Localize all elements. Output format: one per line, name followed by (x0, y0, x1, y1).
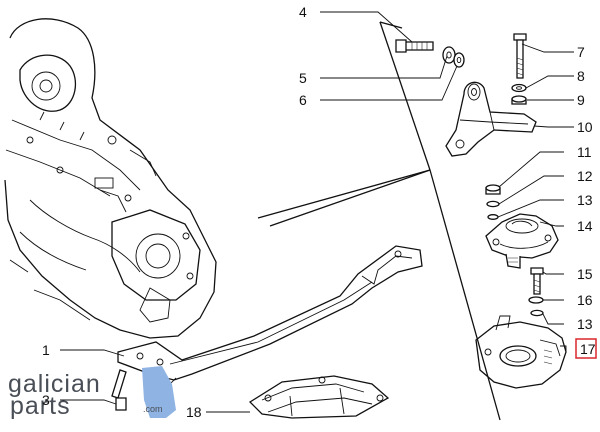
washer-part-13-lower (530, 309, 544, 317)
rubber-mount-part-14 (485, 213, 559, 269)
bracket-plate-part-17 (475, 315, 567, 389)
gearbox-housing (4, 18, 217, 339)
callout-6[interactable]: 6 (299, 92, 307, 108)
bolt-part-15 (530, 267, 544, 295)
nut-part-11 (485, 184, 501, 195)
washer-part-5 (442, 46, 456, 64)
washer-part-12 (486, 200, 500, 208)
washer-part-16 (528, 296, 544, 304)
callout-17[interactable]: 17 (580, 341, 596, 357)
nut-part-9 (511, 95, 527, 105)
brand-line-1: galician (8, 370, 101, 398)
callout-7[interactable]: 7 (577, 44, 585, 60)
callout-12[interactable]: 12 (577, 168, 593, 184)
callout-15[interactable]: 15 (577, 266, 593, 282)
callout-labels: 4 5 6 7 8 9 10 11 12 13 14 15 16 13 17 1… (42, 4, 597, 420)
bracket-part-10 (445, 81, 537, 157)
detail-view-frame (257, 21, 501, 421)
callout-16[interactable]: 16 (577, 292, 593, 308)
brand-watermark: galician parts .com (8, 366, 176, 420)
lower-plate-part-18 (248, 375, 390, 419)
bolt-part-3 (111, 369, 127, 411)
callout-3[interactable]: 3 (42, 392, 50, 408)
callout-13-upper[interactable]: 13 (577, 192, 593, 208)
callout-13-lower[interactable]: 13 (577, 316, 593, 332)
callout-5[interactable]: 5 (299, 70, 307, 86)
nut-part-8 (511, 83, 527, 93)
callout-8[interactable]: 8 (577, 68, 585, 84)
callout-1[interactable]: 1 (42, 342, 50, 358)
leader-lines (60, 11, 574, 413)
brand-line-2: parts (10, 392, 71, 420)
callout-17-highlight (575, 338, 597, 359)
washer-part-6 (453, 52, 465, 68)
callout-4[interactable]: 4 (299, 4, 307, 20)
crossmember-bar (117, 245, 423, 385)
callout-14[interactable]: 14 (577, 218, 593, 234)
callout-18[interactable]: 18 (186, 404, 202, 420)
callout-10[interactable]: 10 (577, 119, 593, 135)
callout-11[interactable]: 11 (577, 144, 592, 160)
bolt-part-4 (395, 39, 434, 53)
brand-suffix: .com (143, 404, 163, 414)
washer-part-13-upper (487, 214, 499, 220)
bolt-part-7 (513, 33, 527, 79)
brand-accent-shape (142, 366, 176, 418)
callout-9[interactable]: 9 (577, 92, 585, 108)
